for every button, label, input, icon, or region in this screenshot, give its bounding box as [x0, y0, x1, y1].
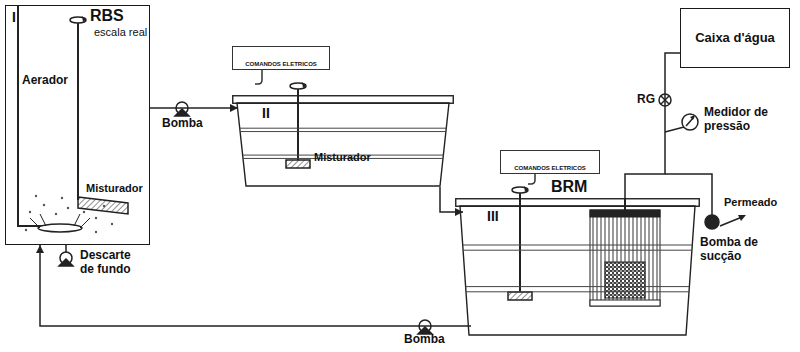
tank-band [240, 128, 447, 129]
control-panel-detail-part [528, 174, 535, 184]
mixer-tank-three-part [508, 292, 532, 300]
node-text: Misturador [86, 182, 143, 195]
transfer-pump [175, 102, 189, 116]
bottom-discharge-pump-part [65, 245, 67, 252]
mixer-rbs-part [82, 16, 86, 22]
control-panel: COMANDOS ELETRICOS [232, 46, 330, 70]
equipment-label: Descarte de fundo [80, 249, 148, 277]
aerator-part [18, 5, 60, 226]
tank-band [466, 286, 690, 287]
pressure-gauge-part [682, 114, 698, 130]
tank-band [463, 250, 692, 251]
process-tank: II Misturador [232, 95, 454, 187]
pressure-gauge-part [665, 127, 684, 132]
air-bubbles-part [111, 223, 113, 225]
pressure-gauge [665, 114, 698, 132]
pipe-connector [150, 104, 238, 112]
aerator-part [30, 218, 40, 228]
bottom-discharge-pump [59, 245, 73, 266]
air-bubbles-part [95, 217, 97, 219]
mixer-tank-two-part [286, 160, 310, 168]
tank-outline [237, 103, 449, 186]
air-bubbles-part [55, 213, 57, 215]
control-panel: COMANDOS ELETRICOS [500, 150, 600, 174]
node-text: escala real [94, 26, 147, 39]
membrane-module-part [590, 300, 660, 306]
membrane-module-part [624, 198, 626, 210]
pump-label: Bomba [162, 117, 203, 131]
mixer-tank-two-part [297, 89, 299, 160]
suction-line-part [738, 215, 746, 221]
node-text: Misturador [314, 151, 371, 164]
reactor-tank: I RBSescala realAeradorMisturador [5, 5, 150, 245]
mixer-tank-two-part [290, 83, 306, 89]
air-bubbles-part [35, 195, 37, 197]
air-bubbles-part [25, 229, 27, 231]
membrane-module-part [605, 262, 645, 298]
arrow-head [36, 245, 44, 253]
mixer-tank-two-part [302, 82, 306, 88]
membrane-module [590, 198, 660, 306]
suction-line-part [705, 215, 719, 229]
mixer-tank-three [508, 186, 532, 300]
membrane-bioreactor-tank: IIIBRM [455, 198, 700, 336]
pipe-line [40, 245, 471, 326]
transfer-pump-part [175, 109, 189, 116]
node-text: BRM [551, 178, 587, 196]
aerator-part [80, 218, 90, 228]
mixer-rbs-part [77, 23, 79, 200]
mixer-rbs-part [78, 197, 128, 214]
pipe-connector [625, 53, 680, 198]
tank-outline [233, 96, 454, 104]
aerator-part [38, 224, 82, 232]
tank-band [463, 245, 693, 246]
water-tank-box: Caixa d'água [680, 8, 790, 68]
membrane-module-part [590, 210, 660, 217]
aerator-part [40, 214, 46, 226]
node-text: Aerador [22, 74, 68, 88]
air-bubbles-part [95, 231, 97, 233]
tank-outline [460, 206, 695, 335]
pump-label: Bomba [404, 333, 445, 347]
mixer-tank-three-part [519, 193, 521, 292]
pipe-line [150, 107, 238, 109]
tank-band [240, 131, 446, 132]
equipment-label: Bomba de sucção [700, 236, 786, 264]
pressure-gauge-part [690, 115, 695, 120]
node-text: Caixa d'água [695, 31, 775, 46]
node-text: COMANDOS ELETRICOS [514, 165, 586, 172]
tank-outline [456, 199, 700, 207]
arrow-head [455, 208, 463, 216]
air-bubbles-part [83, 211, 85, 213]
bottom-discharge-pump-part [59, 259, 73, 266]
valve-label: RG [637, 93, 655, 107]
aerator-part [74, 214, 80, 226]
suction-line-part [665, 174, 712, 215]
pipe-connector [36, 245, 471, 326]
node-heading: III [487, 208, 499, 224]
node-heading: II [262, 105, 270, 121]
mixer-rbs-part [70, 17, 86, 23]
mixer-tank-three-part [524, 186, 528, 192]
air-bubbles-part [29, 211, 31, 213]
tank-band [466, 291, 689, 292]
return-pump [418, 320, 432, 334]
air-bubbles-part [67, 207, 69, 209]
suction-line-part [720, 217, 742, 226]
node-heading: I [12, 9, 16, 25]
node-text: RBS [90, 7, 124, 25]
flow-label: Permeado [724, 196, 777, 209]
air-bubbles-part [61, 197, 63, 199]
pipe-connector [440, 187, 463, 216]
control-panel-detail-part [255, 70, 262, 84]
air-bubbles-part [43, 204, 45, 206]
mixer-tank-three-part [512, 187, 528, 193]
pipe-line [625, 53, 680, 198]
node-text: COMANDOS ELETRICOS [245, 61, 317, 68]
instrument-label: Medidor de pressão [704, 106, 786, 134]
